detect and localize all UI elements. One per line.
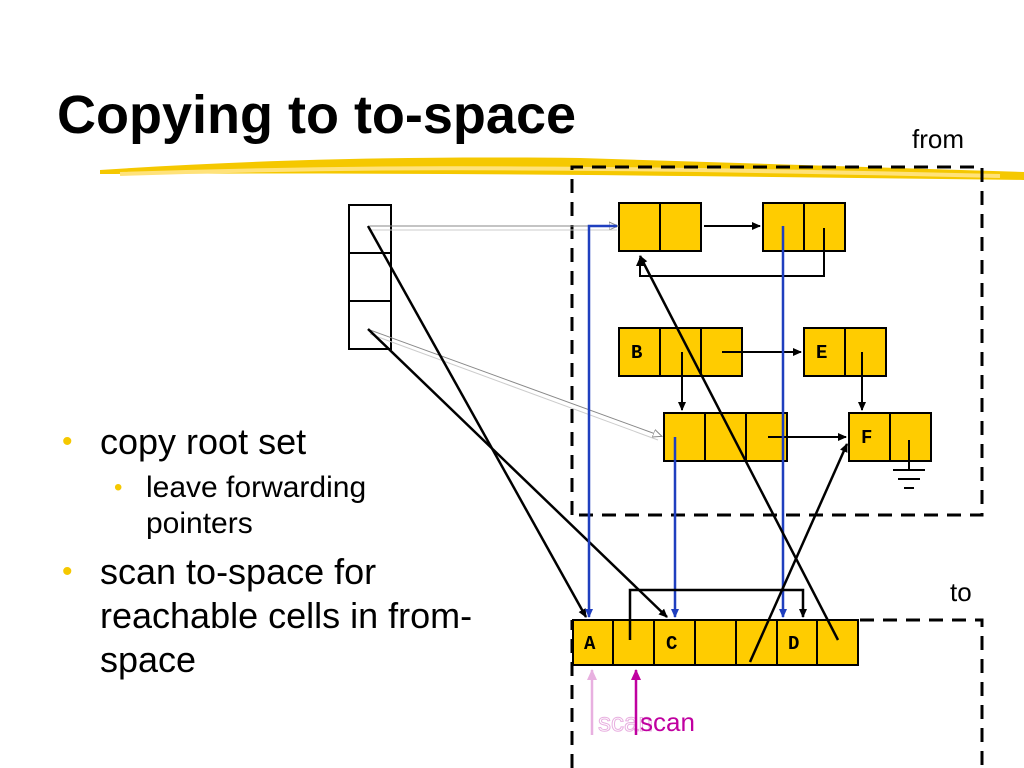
scan-ghost-pointer: scan (587, 669, 653, 738)
bullet-text: scan to-space for reachable cells in fro… (100, 551, 473, 680)
bullet-text: copy root set (100, 421, 307, 462)
root-to-from-pointers (369, 226, 661, 441)
from-space-label: from (912, 124, 964, 154)
to-space-pointers (628, 255, 849, 663)
slide-title: Copying to to-space (57, 85, 577, 145)
to-space-cells (572, 619, 859, 666)
cell-label-a: A (584, 633, 596, 655)
root-set (348, 204, 392, 350)
from-space-pointers (636, 222, 866, 441)
cell-label-f: F (861, 427, 872, 449)
scan-label: scan (640, 707, 695, 737)
bullet-scan-to-space: • scan to-space for reachable cells in f… (60, 550, 480, 682)
subbullet-forwarding-pointers: • leave forwarding pointers (60, 470, 480, 542)
bullet-list: • copy root set • leave forwarding point… (60, 420, 480, 688)
scan-ghost-label: scan (598, 707, 653, 737)
bullet-copy-root-set: • copy root set (60, 420, 480, 464)
forwarding-pointers (585, 224, 787, 618)
from-cell-2 (762, 202, 846, 252)
bullet-dot: • (62, 425, 73, 458)
bullet-dot: • (114, 474, 123, 501)
to-space-label: to (950, 577, 972, 607)
null-ground-icon (893, 440, 925, 489)
cell-label-c: C (666, 633, 677, 655)
bullet-text: leave forwarding pointers (146, 471, 367, 540)
from-cell-f (848, 412, 932, 462)
title-underline-brush (100, 157, 1024, 180)
scan-pointer: scan (631, 669, 695, 737)
from-cell-1 (618, 202, 702, 252)
cell-label-b: B (631, 342, 642, 364)
bullet-dot: • (62, 555, 73, 588)
cell-label-e: E (816, 342, 827, 364)
from-cell-e (803, 327, 887, 377)
from-space-region (570, 165, 984, 517)
root-to-to-pointers (366, 225, 668, 618)
cell-label-d: D (788, 633, 799, 655)
